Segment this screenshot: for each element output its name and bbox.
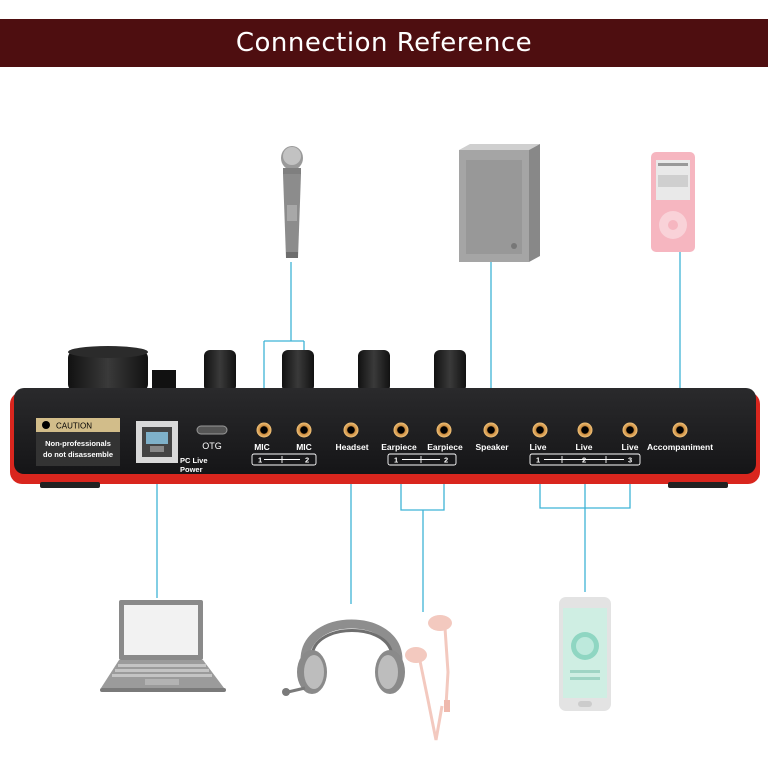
earpiece2-label: Earpiece bbox=[427, 442, 463, 452]
headphones-icon bbox=[282, 619, 405, 696]
earpiece-group-2: 2 bbox=[444, 456, 448, 465]
accompaniment-label: Accompaniment bbox=[647, 442, 713, 452]
page-title: Connection Reference bbox=[0, 19, 768, 67]
live3-port bbox=[622, 422, 638, 438]
mic1-label: MIC bbox=[254, 442, 270, 452]
caution-text-line2: do not disassemble bbox=[43, 450, 113, 459]
mic-group-2: 2 bbox=[305, 456, 309, 465]
mic1-port bbox=[256, 422, 272, 438]
speaker-port bbox=[483, 422, 499, 438]
master-volume-knob bbox=[68, 346, 176, 392]
sound-card-device: CAUTION Non-professionals do not disasse… bbox=[10, 346, 760, 488]
mic2-label: MIC bbox=[296, 442, 312, 452]
live-group-2: 2 bbox=[582, 456, 586, 465]
headset-label: Headset bbox=[335, 442, 368, 452]
mic-group-1: 1 bbox=[258, 456, 262, 465]
earpiece-group-1: 1 bbox=[394, 456, 398, 465]
smartphone-icon bbox=[559, 597, 611, 711]
power-label: Power bbox=[180, 465, 203, 474]
live1-port bbox=[532, 422, 548, 438]
speaker-label: Speaker bbox=[475, 442, 509, 452]
pc-live-label: PC Live bbox=[180, 456, 208, 465]
mic2-port bbox=[296, 422, 312, 438]
speaker-icon bbox=[459, 144, 540, 262]
live2-label: Live bbox=[575, 442, 592, 452]
mic-connector-line bbox=[263, 262, 305, 428]
caution-label: CAUTION Non-professionals do not disasse… bbox=[36, 418, 120, 466]
accompaniment-port bbox=[672, 422, 688, 438]
caution-text-line1: Non-professionals bbox=[45, 439, 111, 448]
earpiece1-label: Earpiece bbox=[381, 442, 417, 452]
earpiece2-port bbox=[436, 422, 452, 438]
live2-port bbox=[577, 422, 593, 438]
microphone-icon bbox=[281, 146, 303, 258]
live-group-3: 3 bbox=[628, 456, 632, 465]
caution-heading: CAUTION bbox=[56, 422, 92, 431]
otg-port: OTG bbox=[196, 425, 228, 451]
mp3-player-icon bbox=[651, 152, 695, 252]
live-group-1: 1 bbox=[536, 456, 540, 465]
usb-b-port: PC Live Power bbox=[136, 421, 208, 474]
laptop-icon bbox=[100, 600, 226, 692]
otg-label: OTG bbox=[202, 441, 222, 451]
earphones-icon bbox=[405, 615, 452, 741]
headset-port bbox=[343, 422, 359, 438]
gain-knobs bbox=[204, 350, 466, 392]
port-labels: MIC MIC Headset Earpiece Earpiece Speake… bbox=[254, 442, 713, 452]
group-numbers: 1 2 1 2 1 2 3 bbox=[258, 456, 632, 465]
earpiece1-port bbox=[393, 422, 409, 438]
live1-label: Live bbox=[529, 442, 546, 452]
live3-label: Live bbox=[621, 442, 638, 452]
audio-ports bbox=[256, 422, 688, 438]
group-brackets bbox=[251, 453, 641, 466]
